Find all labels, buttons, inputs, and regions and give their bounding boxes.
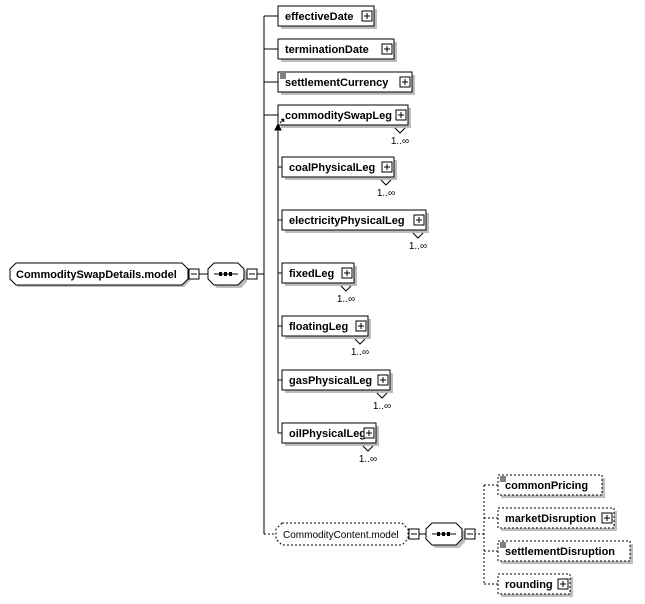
element-settlement-currency[interactable]: settlementCurrency bbox=[277, 71, 415, 95]
expand-button[interactable] bbox=[363, 427, 375, 439]
expand-button[interactable] bbox=[601, 512, 613, 524]
expand-button[interactable] bbox=[361, 10, 373, 22]
documentation-icon bbox=[280, 73, 286, 79]
element-label: effectiveDate bbox=[285, 11, 353, 23]
content-sequence-compositor[interactable] bbox=[425, 522, 476, 548]
element-commodity-swap-leg[interactable]: commoditySwapLeg 1..∞ bbox=[277, 104, 411, 147]
expand-button[interactable] bbox=[557, 578, 569, 590]
documentation-icon bbox=[500, 476, 506, 482]
cardinality-label: 1..∞ bbox=[351, 347, 369, 358]
expand-button[interactable] bbox=[381, 161, 393, 173]
content-settlement-disruption[interactable]: settlementDisruption bbox=[497, 540, 633, 564]
root-group-label: CommoditySwapDetails.model bbox=[16, 269, 177, 281]
substitution-arrow-icon bbox=[274, 122, 282, 131]
element-label: coalPhysicalLeg bbox=[289, 162, 375, 174]
expand-button[interactable] bbox=[395, 109, 407, 121]
substitution-oil-physical-leg[interactable]: oilPhysicalLeg 1..∞ bbox=[281, 422, 379, 465]
element-label: marketDisruption bbox=[505, 513, 596, 525]
expand-button[interactable] bbox=[399, 76, 411, 88]
sequence-compositor[interactable] bbox=[207, 262, 258, 288]
element-label: terminationDate bbox=[285, 44, 369, 56]
content-rounding[interactable]: rounding bbox=[497, 573, 573, 597]
root-group-node[interactable]: CommoditySwapDetails.model bbox=[9, 262, 200, 287]
reference-arrow-icon bbox=[279, 118, 285, 124]
element-label: rounding bbox=[505, 579, 553, 591]
content-market-disruption[interactable]: marketDisruption bbox=[497, 507, 617, 531]
cardinality-label: 1..∞ bbox=[377, 188, 395, 199]
element-termination-date[interactable]: terminationDate bbox=[277, 38, 397, 62]
collapse-button[interactable] bbox=[188, 268, 200, 280]
expand-button[interactable] bbox=[381, 43, 393, 55]
substitution-gas-physical-leg[interactable]: gasPhysicalLeg 1..∞ bbox=[281, 369, 393, 412]
cardinality-label: 1..∞ bbox=[391, 136, 409, 147]
content-group-label: CommodityContent.model bbox=[283, 530, 399, 541]
element-label: commoditySwapLeg bbox=[285, 110, 392, 122]
cardinality-label: 1..∞ bbox=[337, 294, 355, 305]
documentation-icon bbox=[500, 542, 506, 548]
cardinality-label: 1..∞ bbox=[409, 241, 427, 252]
collapse-button[interactable] bbox=[408, 528, 420, 540]
element-label: settlementCurrency bbox=[285, 77, 389, 89]
collapse-button[interactable] bbox=[464, 528, 476, 540]
element-label: commonPricing bbox=[505, 480, 588, 492]
cardinality-label: 1..∞ bbox=[373, 401, 391, 412]
substitution-coal-physical-leg[interactable]: coalPhysicalLeg 1..∞ bbox=[281, 156, 397, 199]
expand-button[interactable] bbox=[355, 320, 367, 332]
collapse-button[interactable] bbox=[246, 268, 258, 280]
element-label: electricityPhysicalLeg bbox=[289, 215, 405, 227]
element-label: fixedLeg bbox=[289, 268, 334, 280]
cardinality-label: 1..∞ bbox=[359, 454, 377, 465]
element-effective-date[interactable]: effectiveDate bbox=[277, 5, 377, 29]
content-common-pricing[interactable]: commonPricing bbox=[497, 474, 605, 498]
substitution-electricity-physical-leg[interactable]: electricityPhysicalLeg 1..∞ bbox=[281, 209, 429, 252]
content-group-node[interactable]: CommodityContent.model bbox=[275, 522, 420, 546]
connector-lines bbox=[199, 15, 498, 585]
expand-button[interactable] bbox=[341, 267, 353, 279]
sequence-icon bbox=[432, 532, 456, 536]
substitution-floating-leg[interactable]: floatingLeg 1..∞ bbox=[281, 315, 371, 358]
sequence-icon bbox=[214, 272, 238, 276]
substitution-fixed-leg[interactable]: fixedLeg 1..∞ bbox=[281, 262, 357, 305]
element-label: oilPhysicalLeg bbox=[289, 428, 366, 440]
element-label: settlementDisruption bbox=[505, 546, 615, 558]
element-label: floatingLeg bbox=[289, 321, 348, 333]
expand-button[interactable] bbox=[377, 374, 389, 386]
expand-button[interactable] bbox=[413, 214, 425, 226]
element-label: gasPhysicalLeg bbox=[289, 375, 372, 387]
